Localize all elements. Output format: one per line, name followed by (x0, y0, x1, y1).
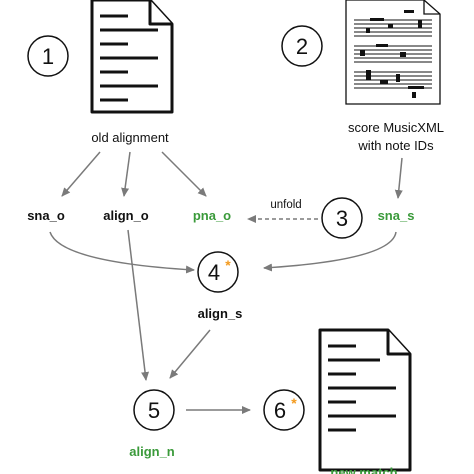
step-1: 1 (27, 35, 69, 77)
step-1-number: 1 (42, 44, 54, 69)
step-3: 3 (321, 197, 363, 239)
unfold-label: unfold (270, 199, 301, 211)
node-align-n: align_n (129, 444, 175, 459)
arrow-sna-s-to-4 (263, 231, 397, 272)
arrow-old-to-sna-o (61, 151, 101, 197)
step-4-number: 4 (208, 260, 220, 285)
step-2-number: 2 (296, 34, 308, 59)
step-6-star: * (291, 395, 297, 411)
connector-arrows (49, 151, 403, 414)
step-4: 4 * (197, 251, 239, 293)
score-musicxml-icon (345, 0, 441, 105)
arrow-sna-o-to-4 (49, 231, 195, 274)
node-pna-o: pna_o (193, 208, 231, 223)
arrow-old-to-pna-o (161, 151, 207, 197)
arrow-align-o-to-5 (127, 229, 150, 381)
score-caption-line1: score MusicXML (348, 120, 444, 135)
old-alignment-label: old alignment (91, 130, 169, 145)
step-6: 6 * (263, 389, 305, 431)
node-new-match: new match (330, 465, 397, 474)
node-align-o: align_o (103, 208, 149, 223)
step-2: 2 (281, 25, 323, 67)
node-align-s: align_s (198, 306, 243, 321)
score-caption-line2: with note IDs (357, 138, 434, 153)
arrow-align-s-to-5 (169, 329, 211, 379)
arrow-score-to-sna-s (394, 157, 403, 199)
step-5-number: 5 (148, 398, 160, 423)
step-3-number: 3 (336, 206, 348, 231)
node-sna-o: sna_o (27, 208, 65, 223)
arrow-old-to-align-o (121, 151, 131, 197)
step-6-number: 6 (274, 398, 286, 423)
old-alignment-document-icon (90, 0, 174, 114)
node-sna-s: sna_s (378, 208, 415, 223)
step-4-star: * (225, 257, 231, 273)
step-5: 5 (133, 389, 175, 431)
new-match-document-icon (318, 328, 412, 472)
